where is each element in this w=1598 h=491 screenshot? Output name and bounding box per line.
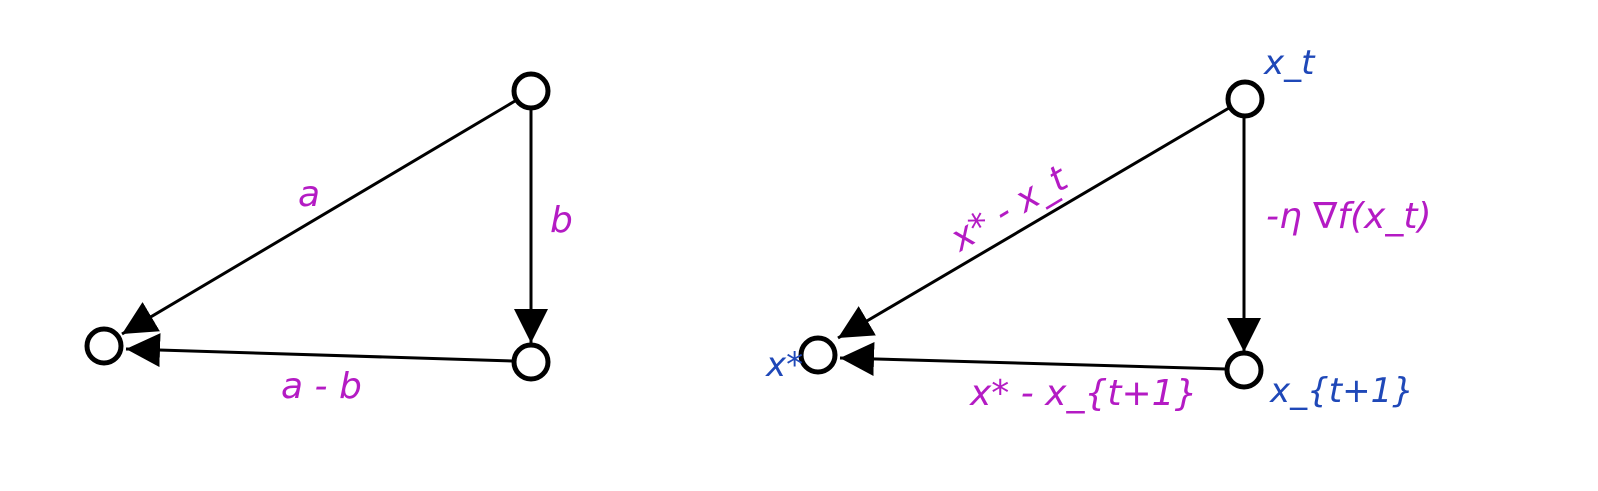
node-left bbox=[84, 326, 124, 366]
edge-xstar-minus-xt bbox=[837, 106, 1230, 340]
right-diagram: x_t x_{t+1} x* x* - x_t -η ∇f(x_t) x* - … bbox=[765, 43, 1432, 414]
node-label-x-t: x_t bbox=[1263, 43, 1316, 83]
edge-a bbox=[121, 99, 516, 336]
edge-a-minus-b bbox=[125, 333, 514, 368]
edge-label-a-minus-b: a - b bbox=[281, 366, 362, 407]
node-bottom-right bbox=[511, 342, 551, 382]
edge-label-gradient-step: -η ∇f(x_t) bbox=[1266, 196, 1432, 237]
node-x-t1 bbox=[1224, 350, 1264, 390]
node-label-x-star: x* bbox=[765, 345, 803, 385]
left-diagram: a b a - b bbox=[84, 71, 573, 407]
node-x-star bbox=[798, 335, 838, 375]
edge-label-b: b bbox=[550, 200, 573, 241]
node-top bbox=[511, 71, 551, 111]
edge-label-xstar-minus-xt1: x* - x_{t+1} bbox=[969, 373, 1197, 414]
edge-xstar-minus-xt1 bbox=[839, 341, 1227, 376]
node-x-t bbox=[1225, 79, 1265, 119]
node-label-x-t1: x_{t+1} bbox=[1269, 371, 1414, 411]
edge-label-a: a bbox=[298, 174, 320, 215]
